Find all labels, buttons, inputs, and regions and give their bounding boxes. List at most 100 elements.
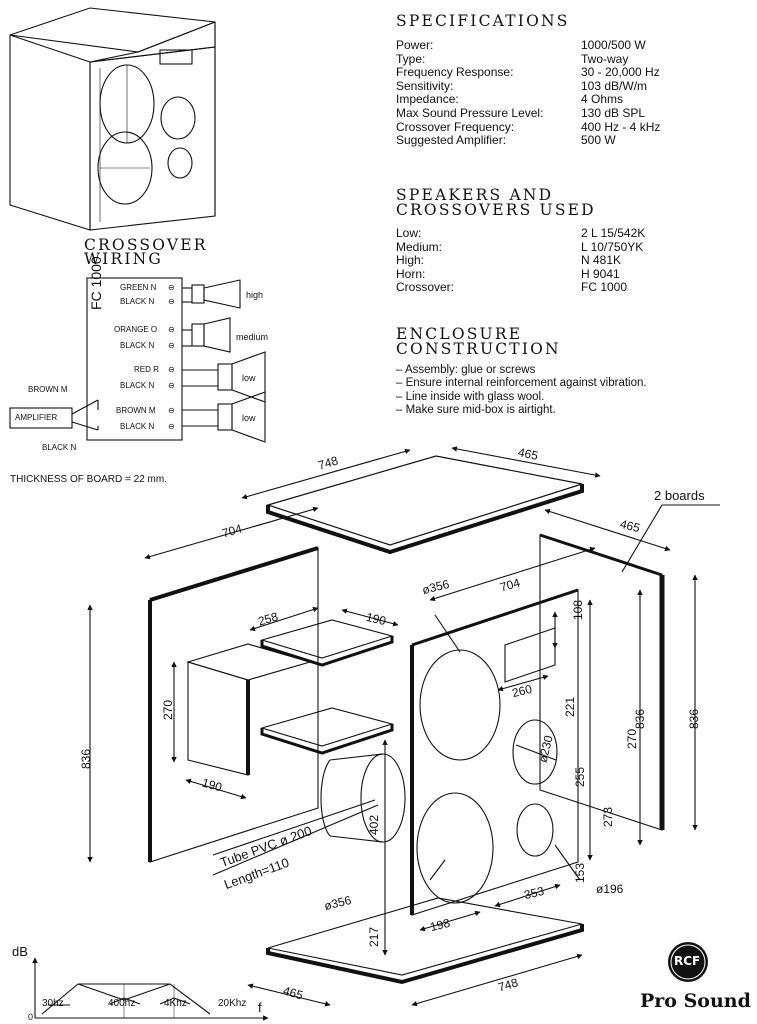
freq-tick-label: 20Khz (218, 998, 247, 1009)
spec-row: Frequency Response: 30 - 20,000 Hz (396, 66, 660, 80)
terminal-label: RED R (134, 365, 159, 374)
mid-box (171, 643, 312, 800)
amp-black-label: BLACK N (42, 443, 77, 452)
spec-key: Sensitivity: (396, 78, 454, 93)
speaker-value: L 10/750YK (581, 239, 644, 254)
terminal-icon: ⊖ (168, 283, 175, 292)
specifications-table: Power: 1000/500 W Type: Two-way Frequency … (396, 38, 661, 148)
low-driver-label: low (242, 373, 256, 383)
freq-tick-label: 400hz (108, 998, 136, 1009)
dimension-label: 270 (161, 699, 176, 721)
speaker-value: N 481K (581, 253, 622, 268)
spec-key: Frequency Response: (396, 65, 514, 80)
dimension-label: 836 (687, 708, 702, 730)
speaker-row: High: N 481K (396, 254, 645, 268)
spec-row: Crossover Frequency: 400 Hz - 4 kHz (396, 119, 661, 135)
dimension-label: 270 (625, 728, 640, 750)
speaker-row: Horn: H 9041 (396, 266, 645, 282)
right-board (539, 504, 720, 831)
speakers-heading-line2: CROSSOVERS USED (396, 201, 596, 219)
terminal-icon: ⊖ (168, 325, 175, 334)
enclosure-item: – Assembly: glue or screws (396, 364, 536, 376)
spec-key: Crossover Frequency: (396, 119, 515, 134)
terminal-label: ORANGE O (114, 325, 158, 334)
front-baffle (382, 546, 643, 956)
spec-key: Impedance: (396, 92, 459, 107)
freq-tick-label: 4Khz (164, 998, 187, 1009)
spec-row: Impedance: 4 Ohms (396, 93, 660, 107)
enclosure-item: – Line inside with glass wool. (396, 390, 545, 403)
terminal-label: BLACK N (120, 297, 155, 306)
enclosure-heading-line1: ENCLOSURE (396, 325, 523, 343)
spec-key: Type: (396, 51, 426, 66)
terminal-label: GREEN N (120, 283, 157, 292)
low-driver-label: low (242, 413, 256, 423)
spec-key: Power: (396, 38, 434, 52)
rcf-logo (668, 942, 708, 982)
spec-row: Power: 1000/500 W (396, 38, 660, 53)
speaker-key: High: (396, 253, 425, 268)
speakers-heading-line1: SPEAKERS AND (396, 186, 554, 204)
spec-key: Suggested Amplifier: (396, 133, 507, 148)
dimension-label: 836 (79, 748, 94, 770)
dimension-label: 108 (571, 599, 586, 621)
wiring-heading-line1: CROSSOVER (84, 236, 208, 254)
freq-tick-label: 30hz (42, 998, 64, 1009)
terminal-icon: ⊖ (168, 341, 175, 350)
terminal-icon: ⊖ (168, 422, 175, 431)
spec-value: 400 Hz - 4 kHz (581, 119, 661, 134)
two-boards-label: 2 boards (654, 488, 705, 503)
freq-origin-label: 0 (28, 1012, 34, 1022)
spec-value: 103 dB/W/m (581, 78, 648, 93)
speaker-row: Low:2 L 15/542K (396, 226, 646, 241)
terminal-icon: ⊖ (168, 406, 175, 415)
left-board (87, 506, 319, 863)
spec-row: Max Sound Pressure Level: 130 dB SPL (396, 105, 660, 121)
terminal-label: BROWN M (116, 406, 156, 415)
terminal-label: BLACK N (120, 422, 155, 431)
spec-row: Suggested Amplifier: 500 W (396, 134, 660, 148)
enclosure-list: – Assembly: glue or screws – Ensure inte… (396, 364, 647, 418)
dimension-label: ø196 (596, 882, 624, 896)
enclosure-item: – Make sure mid-box is airtight. (396, 404, 556, 417)
speaker-key: Horn: (396, 266, 426, 281)
terminal-icon: ⊖ (168, 297, 175, 306)
dimension-label: 255 (573, 766, 588, 788)
dimension-label: 153 (573, 862, 588, 884)
spec-value: 1000/500 W (581, 38, 646, 52)
spec-value: 130 dB SPL (581, 105, 646, 120)
spec-value: 4 Ohms (581, 92, 624, 107)
amp-brown-label: BROWN M (28, 385, 68, 394)
speakers-table: Low:2 L 15/542K Medium: L 10/750YK High: N… (396, 226, 646, 295)
spec-value: 500 W (581, 133, 616, 148)
speaker-key: Crossover: (396, 280, 455, 295)
speaker-row: Crossover:FC 1000 (396, 281, 645, 295)
shelves (249, 606, 399, 755)
terminal-label: BLACK N (120, 381, 155, 390)
terminal-icon: ⊖ (168, 381, 175, 390)
dimension-label: 217 (367, 926, 382, 948)
speaker-row: Medium: L 10/750YK (396, 239, 645, 255)
cabinet-thumbnail (9, 7, 216, 231)
wiring-diagram (9, 277, 266, 443)
dimension-label: 402 (367, 814, 382, 836)
enclosure-item: – Ensure internal reinforcement against … (396, 377, 647, 390)
enclosure-heading-line2: CONSTRUCTION (396, 340, 561, 358)
spec-value: Two-way (581, 51, 629, 66)
speaker-value: 2 L 15/542K (581, 226, 646, 240)
rcf-logo-text: RCF (674, 954, 701, 968)
speaker-value: H 9041 (581, 266, 620, 281)
brand-name: Pro Sound (640, 990, 751, 1012)
spec-key: Max Sound Pressure Level: (396, 105, 544, 120)
high-driver-label: high (246, 290, 264, 300)
terminal-label: BLACK N (120, 341, 155, 350)
pvc-tube (212, 753, 406, 876)
terminal-icon: ⊖ (168, 365, 175, 374)
speaker-key: Medium: (396, 239, 443, 254)
dimension-label: 273 (601, 806, 616, 828)
spec-value: 30 - 20,000 Hz (581, 65, 660, 80)
board-thickness-note: THICKNESS OF BOARD = 22 mm. (10, 474, 167, 485)
amplifier-label: AMPLIFIER (15, 413, 58, 422)
bottom-board (247, 897, 584, 1007)
